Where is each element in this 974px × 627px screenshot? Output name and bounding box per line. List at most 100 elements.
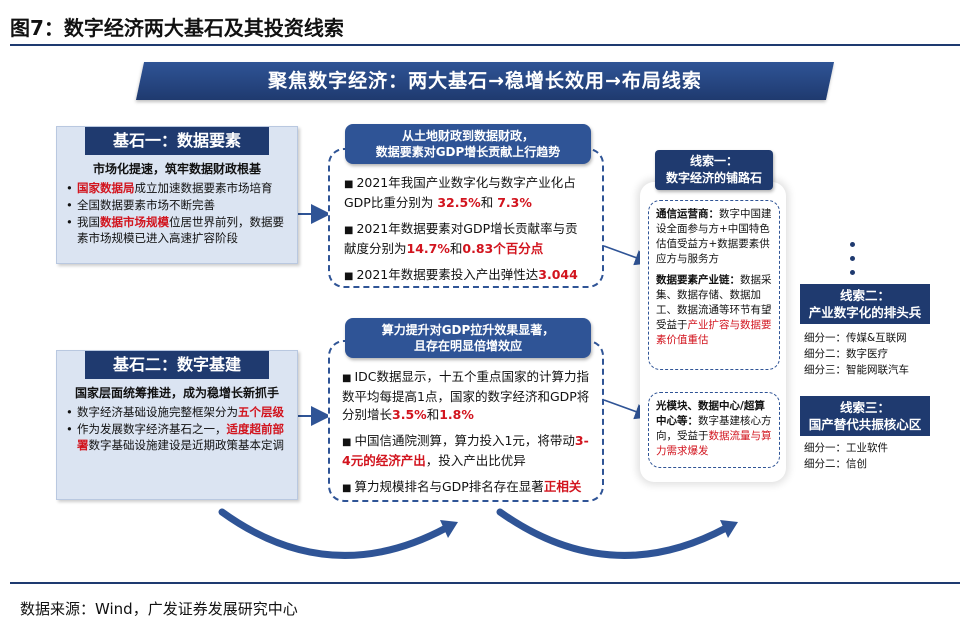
bullet-text: 作为发展数字经济基石之一，	[77, 422, 227, 436]
head-line: 国产替代共振核心区	[808, 417, 922, 432]
point-text: IDC数据显示，十五个重点国家的计算力指数平均每提高1点，国家的数字经济和GDP…	[342, 369, 590, 422]
pill-line: 数据要素对GDP增长贡献上行趋势	[375, 145, 561, 159]
item-label: 光模块、数据中心/超算中心等：	[656, 400, 765, 427]
item-text: 数字中国建设全面参与方+中国特色估值受益方+数据要素供应方与服务方	[656, 208, 772, 265]
curve-arrow-left	[218, 508, 450, 559]
highlight-text: 五个层级	[238, 405, 284, 419]
clue3-item: 细分二：信创	[804, 458, 867, 470]
point-text: 和	[480, 195, 494, 210]
ellipsis-dot	[850, 270, 855, 275]
head-line: 线索三：	[839, 400, 890, 415]
title-rule	[10, 44, 960, 46]
clue1-item-c: 光模块、数据中心/超算中心等：数字基建核心方向，受益于数据流量与算力需求爆发	[656, 399, 772, 459]
cornerstone2-panel: 基石二：数字基建 国家层面统筹推进，成为稳增长新抓手 数字经济基础设施完整框架分…	[56, 350, 298, 500]
cornerstone1-bullet1: 国家数据局成立加速数据要素市场培育	[65, 180, 289, 196]
highlight-value: 正相关	[543, 479, 582, 494]
highlight-text: 适度超前部署	[77, 422, 284, 452]
clue1-item-a: 通信运营商：数字中国建设全面参与方+中国特色估值受益方+数据要素供应方与服务方	[656, 207, 772, 267]
head-line: 线索二：	[839, 288, 890, 303]
curve-arrow-right	[496, 508, 730, 559]
item-label: 通信运营商：	[656, 208, 719, 220]
point-text: 和	[449, 241, 463, 256]
pill-line: 算力提升对GDP拉升效果显著，	[381, 323, 555, 337]
point-text: 2021年数据要素投入产出弹性达	[356, 267, 539, 282]
highlight-value: 1.8%	[439, 407, 474, 422]
bullet-text: 成立加速数据要素市场培育	[134, 181, 273, 195]
cornerstone1-bullet3: 我国数据市场规模位居世界前列，数据要素市场规模已进入高速扩容阶段	[65, 214, 289, 246]
effect2-point2: ■中国信通院测算，算力投入1元，将带动3-4元的经济产出，投入产出比优异	[342, 432, 592, 470]
square-bullet-icon: ■	[344, 225, 354, 236]
banner-title: 聚焦数字经济：两大基石→稳增长效用→布局线索	[268, 70, 702, 92]
cornerstone1-panel: 基石一：数据要素 市场化提速，筑牢数据财政根基 国家数据局成立加速数据要素市场培…	[56, 126, 298, 264]
highlight-text: 国家数据局	[77, 181, 135, 195]
clue1-head: 线索一： 数字经济的铺路石	[655, 150, 773, 190]
footer-rule	[10, 582, 960, 584]
cornerstone1-head: 基石一：数据要素	[85, 127, 269, 155]
source-note: 数据来源：Wind，广发证券发展研究中心	[20, 600, 298, 618]
point-text: 2021年数据要素对GDP增长贡献率与贡献度分别为	[344, 221, 578, 256]
highlight-value: 0.83个百分点	[462, 241, 544, 256]
clue1-item-b: 数据要素产业链：数据采集、数据存储、数据加工、数据流通等环节有望受益于产业扩容与…	[656, 273, 772, 348]
clue1-box-b: 光模块、数据中心/超算中心等：数字基建核心方向，受益于数据流量与算力需求爆发	[648, 392, 780, 468]
clue3-item: 细分一：工业软件	[804, 442, 888, 454]
effect2-pill: 算力提升对GDP拉升效果显著， 且存在明显倍增效应	[345, 318, 591, 358]
square-bullet-icon: ■	[344, 271, 354, 282]
highlight-text: 数据市场规模	[100, 215, 169, 229]
bullet-text: 数字经济基础设施完整框架分为	[77, 405, 238, 419]
effect2-point3: ■算力规模排名与GDP排名存在显著正相关	[342, 478, 592, 498]
point-text: 算力规模排名与GDP排名存在显著	[354, 479, 544, 494]
clue2-item: 细分二：数字医疗	[804, 348, 888, 360]
effect1-point2: ■2021年数据要素对GDP增长贡献率与贡献度分别为14.7%和0.83个百分点	[344, 220, 590, 258]
square-bullet-icon: ■	[344, 179, 354, 190]
bullet-text: 数字基础设施建设是近期政策基本定调	[88, 438, 285, 452]
head-line: 数字经济的铺路石	[665, 171, 762, 185]
ellipsis-dot	[850, 242, 855, 247]
clue2-list: 细分一：传媒&互联网 细分二：数字医疗 细分三：智能网联汽车	[804, 330, 934, 378]
curve-arrowhead-right	[720, 520, 738, 538]
clue1-box-a: 通信运营商：数字中国建设全面参与方+中国特色估值受益方+数据要素供应方与服务方 …	[648, 200, 780, 370]
point-text: 中国信通院测算，算力投入1元，将带动	[354, 433, 575, 448]
item-text: 数据采集、数据存储、数据加工、数据流通等环节有望受益于	[656, 274, 772, 331]
cornerstone1-subtitle: 市场化提速，筑牢数据财政根基	[92, 162, 261, 176]
cornerstone2-bullet1: 数字经济基础设施完整框架分为五个层级	[65, 404, 289, 420]
point-text: 2021年我国产业数字化与数字产业化占GDP比重分别为	[344, 175, 576, 210]
effect1-point3: ■2021年数据要素投入产出弹性达3.044	[344, 266, 590, 286]
bullet-text: 位居世界前列，数据要素市场规模已进入高速扩容阶段	[77, 215, 284, 245]
highlight-value: 7.3%	[497, 195, 532, 210]
cornerstone2-bullet2: 作为发展数字经济基石之一，适度超前部署数字基础设施建设是近期政策基本定调	[65, 421, 289, 453]
highlight-text: 数据流量与算力需求爆发	[656, 430, 772, 457]
highlight-value: 14.7%	[406, 241, 450, 256]
square-bullet-icon: ■	[342, 373, 352, 384]
effect2-point1: ■IDC数据显示，十五个重点国家的计算力指数平均每提高1点，国家的数字经济和GD…	[342, 368, 592, 424]
head-line: 线索一：	[689, 154, 738, 168]
figure-title: 图7：数字经济两大基石及其投资线索	[10, 16, 344, 40]
pill-line: 且存在明显倍增效应	[413, 339, 522, 353]
effect1-box: ■2021年我国产业数字化与数字产业化占GDP比重分别为 32.5%和 7.3%…	[328, 148, 604, 288]
clue3-list: 细分一：工业软件 细分二：信创	[804, 440, 934, 472]
effect2-box: ■IDC数据显示，十五个重点国家的计算力指数平均每提高1点，国家的数字经济和GD…	[328, 340, 604, 502]
point-text: 和	[426, 407, 440, 422]
clue2-item: 细分一：传媒&互联网	[804, 332, 907, 344]
highlight-value: 32.5%	[437, 195, 481, 210]
square-bullet-icon: ■	[342, 437, 352, 448]
effect1-pill: 从土地财政到数据财政， 数据要素对GDP增长贡献上行趋势	[345, 124, 591, 164]
square-bullet-icon: ■	[342, 483, 352, 494]
item-label: 数据要素产业链：	[656, 274, 740, 286]
bullet-text: 全国数据要素市场不断完善	[77, 198, 215, 212]
highlight-text: 产业扩容与数据要素价值重估	[656, 319, 772, 346]
clue3-head: 线索三： 国产替代共振核心区	[800, 396, 930, 436]
clue2-item: 细分三：智能网联汽车	[804, 364, 909, 376]
pill-line: 从土地财政到数据财政，	[401, 129, 534, 143]
cornerstone1-list: 国家数据局成立加速数据要素市场培育 全国数据要素市场不断完善 我国数据市场规模位…	[57, 180, 297, 253]
highlight-value: 3.5%	[392, 407, 427, 422]
cornerstone2-head: 基石二：数字基建	[85, 351, 269, 379]
cornerstone1-bullet2: 全国数据要素市场不断完善	[65, 197, 289, 213]
highlight-value: 3-4元的经济产出	[342, 433, 589, 468]
cornerstone2-subtitle: 国家层面统筹推进，成为稳增长新抓手	[74, 386, 279, 400]
cornerstone2-list: 数字经济基础设施完整框架分为五个层级 作为发展数字经济基石之一，适度超前部署数字…	[57, 404, 297, 460]
point-text: ，投入产出比优异	[425, 453, 526, 468]
item-text: 数字基建核心方向，受益于	[656, 415, 772, 442]
head-line: 产业数字化的排头兵	[808, 305, 922, 320]
clue2-head: 线索二： 产业数字化的排头兵	[800, 284, 930, 324]
